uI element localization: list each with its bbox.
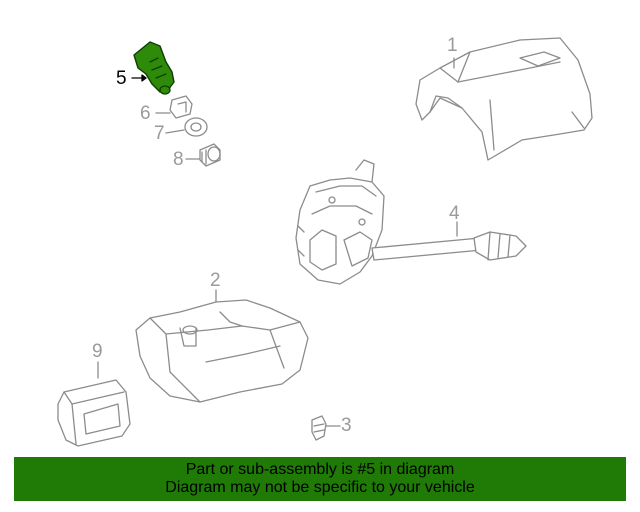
callout-7-arrow [165, 129, 185, 134]
callout-1: 1 [447, 35, 458, 56]
callout-2: 2 [210, 270, 221, 291]
callout-7: 7 [154, 123, 165, 144]
banner-line-part: Part or sub-assembly is #5 in diagram [185, 461, 455, 478]
callout-6: 6 [140, 103, 151, 124]
parts-diagram [57, 37, 593, 447]
part-4-combination-switch[interactable] [295, 159, 527, 285]
callout-4: 4 [449, 203, 460, 224]
part-2-lower-cover[interactable] [135, 299, 309, 403]
callout-9: 9 [92, 341, 103, 362]
callout-5: 5 [116, 68, 127, 89]
part-7-washer[interactable] [184, 117, 208, 137]
part-5-bulb[interactable] [133, 41, 175, 95]
part-3-screw[interactable] [311, 415, 327, 441]
part-1-upper-cover[interactable] [415, 37, 593, 161]
banner-line-disclaimer: Diagram may not be specific to your vehi… [165, 479, 475, 496]
part-9-module[interactable] [57, 379, 131, 447]
callout-3: 3 [341, 415, 352, 436]
part-6-clip[interactable] [169, 95, 193, 119]
part-8-knob[interactable] [199, 143, 221, 167]
info-banner: Part or sub-assembly is #5 in diagram Di… [14, 457, 626, 501]
callout-8: 8 [173, 149, 184, 170]
callout-5-arrowhead [141, 74, 147, 82]
